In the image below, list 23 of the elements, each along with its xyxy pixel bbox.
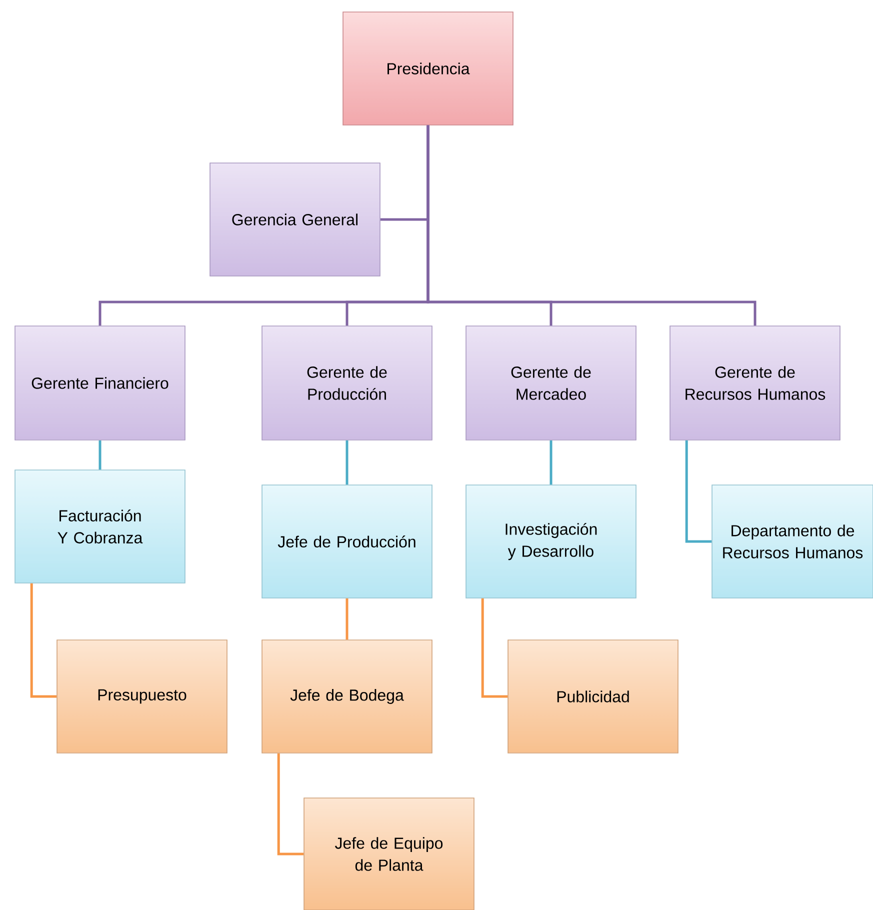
org-box: Gerente de Recursos Humanos xyxy=(670,326,840,440)
org-box: Investigación y Desarrollo xyxy=(466,484,636,598)
org-box: Presidencia xyxy=(342,12,514,126)
org-box: Jefe de Bodega xyxy=(262,640,432,754)
org-box: Gerente de Mercadeo xyxy=(466,326,636,440)
org-box: Jefe de Equipo de Planta xyxy=(304,798,474,910)
connector-line xyxy=(346,440,348,485)
org-box: Presupuesto xyxy=(56,640,228,754)
connector-line xyxy=(277,753,304,856)
org-box: Departamento de Recursos Humanos xyxy=(712,484,873,598)
org-box: Facturación Y Cobranza xyxy=(14,470,186,584)
org-box: Gerencia General xyxy=(210,162,380,276)
connector-line xyxy=(30,583,57,698)
connector-line xyxy=(481,598,508,698)
org-box: Gerente Financiero xyxy=(14,326,186,440)
org-box: Publicidad xyxy=(508,640,678,754)
org-box: Jefe de Producción xyxy=(262,484,432,598)
connector-line xyxy=(98,440,102,470)
connector-line xyxy=(346,598,348,640)
org-box: Gerente de Producción xyxy=(262,326,432,440)
connector-line xyxy=(685,440,712,543)
connector-line xyxy=(426,125,756,326)
connector-line xyxy=(550,440,552,485)
